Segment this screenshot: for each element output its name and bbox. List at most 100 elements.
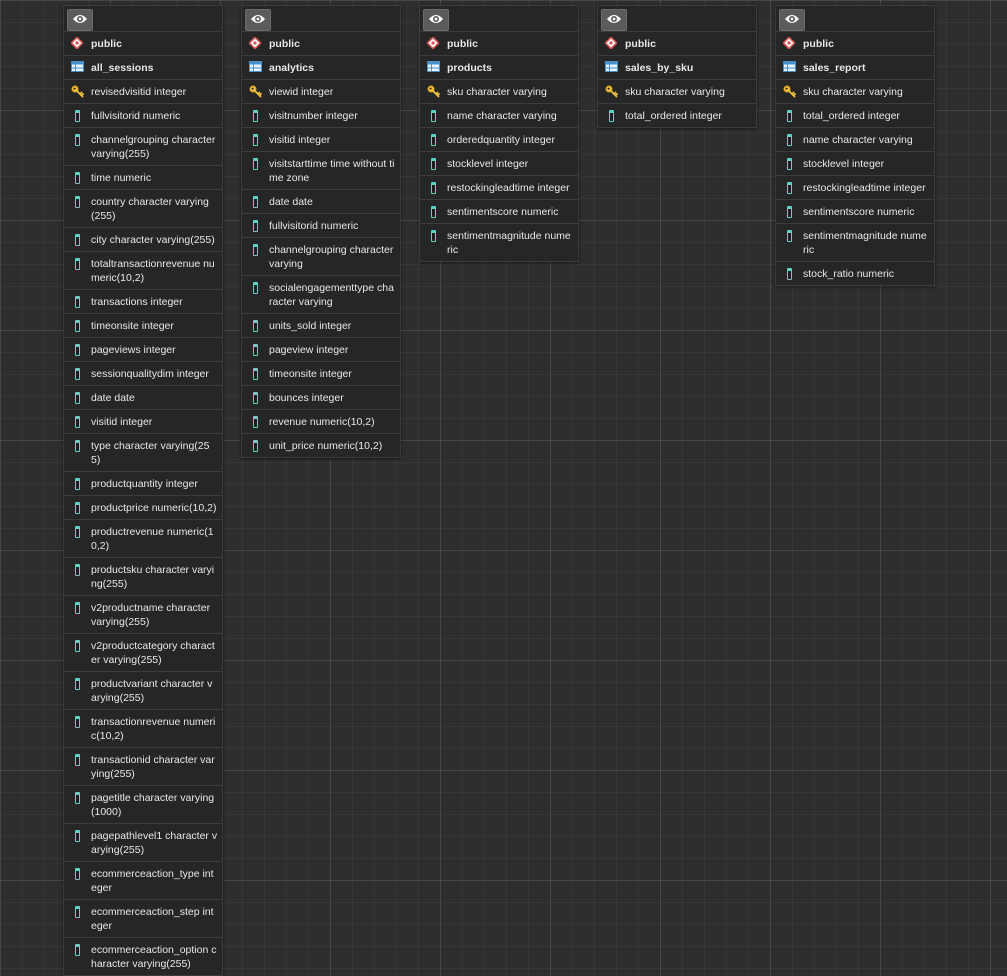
- column-row[interactable]: visitnumber integer: [242, 104, 400, 128]
- column-row[interactable]: name character varying: [420, 104, 578, 128]
- column-icon: [782, 267, 796, 281]
- schema-row[interactable]: public: [776, 32, 934, 56]
- column-row[interactable]: timeonsite integer: [242, 362, 400, 386]
- column-row[interactable]: channelgrouping character varying: [242, 238, 400, 276]
- column-row[interactable]: socialengagementtype character varying: [242, 276, 400, 314]
- column-row-label: stocklevel integer: [447, 158, 529, 170]
- table-name-row[interactable]: products: [420, 56, 578, 80]
- column-row-label: sessionqualitydim integer: [91, 368, 209, 380]
- column-row[interactable]: visitid integer: [64, 410, 222, 434]
- column-row[interactable]: sessionqualitydim integer: [64, 362, 222, 386]
- schema-row[interactable]: public: [598, 32, 756, 56]
- column-row[interactable]: date date: [242, 190, 400, 214]
- schema-row[interactable]: public: [420, 32, 578, 56]
- column-row[interactable]: sentimentmagnitude numeric: [776, 224, 934, 262]
- column-row[interactable]: ecommerceaction_option character varying…: [64, 938, 222, 975]
- table-name-row[interactable]: sales_report: [776, 56, 934, 80]
- column-row[interactable]: orderedquantity integer: [420, 128, 578, 152]
- schema-icon: [426, 37, 440, 51]
- column-row[interactable]: restockingleadtime integer: [420, 176, 578, 200]
- column-row[interactable]: restockingleadtime integer: [776, 176, 934, 200]
- column-row[interactable]: bounces integer: [242, 386, 400, 410]
- column-row-label: productquantity integer: [91, 478, 198, 490]
- column-icon: [248, 133, 262, 147]
- column-row[interactable]: sentimentscore numeric: [776, 200, 934, 224]
- view-button[interactable]: [423, 9, 449, 31]
- column-row[interactable]: ecommerceaction_type integer: [64, 862, 222, 900]
- column-icon: [70, 109, 84, 123]
- table-name-row-label: sales_report: [803, 62, 866, 74]
- column-row[interactable]: total_ordered integer: [598, 104, 756, 127]
- column-row[interactable]: viewid integer: [242, 80, 400, 104]
- column-row[interactable]: productprice numeric(10,2): [64, 496, 222, 520]
- column-row[interactable]: productquantity integer: [64, 472, 222, 496]
- column-row-label: sku character varying: [625, 86, 725, 98]
- column-row[interactable]: revisedvisitid integer: [64, 80, 222, 104]
- column-row[interactable]: transactionrevenue numeric(10,2): [64, 710, 222, 748]
- column-row[interactable]: fullvisitorid numeric: [242, 214, 400, 238]
- column-row[interactable]: channelgrouping character varying(255): [64, 128, 222, 166]
- column-row-label: productprice numeric(10,2): [91, 502, 217, 514]
- column-row[interactable]: units_sold integer: [242, 314, 400, 338]
- column-row[interactable]: time numeric: [64, 166, 222, 190]
- column-icon: [248, 391, 262, 405]
- eye-icon: [602, 13, 626, 25]
- column-row[interactable]: stocklevel integer: [420, 152, 578, 176]
- schema-icon: [70, 37, 84, 51]
- table-name-row[interactable]: analytics: [242, 56, 400, 80]
- column-row[interactable]: timeonsite integer: [64, 314, 222, 338]
- column-row-label: transactions integer: [91, 296, 183, 308]
- table-name-row[interactable]: all_sessions: [64, 56, 222, 80]
- column-row[interactable]: fullvisitorid numeric: [64, 104, 222, 128]
- column-row[interactable]: sentimentmagnitude numeric: [420, 224, 578, 261]
- column-row[interactable]: pagetitle character varying(1000): [64, 786, 222, 824]
- column-row-label: visitid integer: [91, 416, 153, 428]
- column-row[interactable]: name character varying: [776, 128, 934, 152]
- column-row[interactable]: productrevenue numeric(10,2): [64, 520, 222, 558]
- column-row[interactable]: v2productname character varying(255): [64, 596, 222, 634]
- column-row[interactable]: transactions integer: [64, 290, 222, 314]
- column-row[interactable]: city character varying(255): [64, 228, 222, 252]
- column-row[interactable]: sku character varying: [776, 80, 934, 104]
- view-button[interactable]: [601, 9, 627, 31]
- column-row[interactable]: stocklevel integer: [776, 152, 934, 176]
- table-name-row-label: all_sessions: [91, 62, 154, 74]
- column-row[interactable]: pageviews integer: [64, 338, 222, 362]
- column-row[interactable]: country character varying(255): [64, 190, 222, 228]
- view-button[interactable]: [779, 9, 805, 31]
- schema-row[interactable]: public: [64, 32, 222, 56]
- view-button[interactable]: [245, 9, 271, 31]
- column-row[interactable]: transactionid character varying(255): [64, 748, 222, 786]
- column-row[interactable]: pageview integer: [242, 338, 400, 362]
- column-row[interactable]: pagepathlevel1 character varying(255): [64, 824, 222, 862]
- column-row[interactable]: sku character varying: [598, 80, 756, 104]
- table-card-all_sessions[interactable]: public all_sessions revisedvisitid integer…: [63, 5, 223, 976]
- table-name-row-label: analytics: [269, 62, 314, 74]
- column-row[interactable]: unit_price numeric(10,2): [242, 434, 400, 457]
- column-row[interactable]: productsku character varying(255): [64, 558, 222, 596]
- table-name-row[interactable]: sales_by_sku: [598, 56, 756, 80]
- column-row[interactable]: sentimentscore numeric: [420, 200, 578, 224]
- column-row[interactable]: stock_ratio numeric: [776, 262, 934, 285]
- column-row[interactable]: productvariant character varying(255): [64, 672, 222, 710]
- column-row[interactable]: date date: [64, 386, 222, 410]
- column-row[interactable]: ecommerceaction_step integer: [64, 900, 222, 938]
- column-row[interactable]: v2productcategory character varying(255): [64, 634, 222, 672]
- column-row[interactable]: revenue numeric(10,2): [242, 410, 400, 434]
- column-row[interactable]: total_ordered integer: [776, 104, 934, 128]
- column-row[interactable]: visitid integer: [242, 128, 400, 152]
- column-row[interactable]: visitstarttime time without time zone: [242, 152, 400, 190]
- column-icon: [248, 367, 262, 381]
- primary-key-icon: [248, 85, 262, 99]
- column-row-label: time numeric: [91, 172, 152, 184]
- column-row-label: ecommerceaction_option character varying…: [91, 944, 217, 970]
- column-row[interactable]: totaltransactionrevenue numeric(10,2): [64, 252, 222, 290]
- view-button[interactable]: [67, 9, 93, 31]
- column-row[interactable]: type character varying(255): [64, 434, 222, 472]
- column-row[interactable]: sku character varying: [420, 80, 578, 104]
- schema-row[interactable]: public: [242, 32, 400, 56]
